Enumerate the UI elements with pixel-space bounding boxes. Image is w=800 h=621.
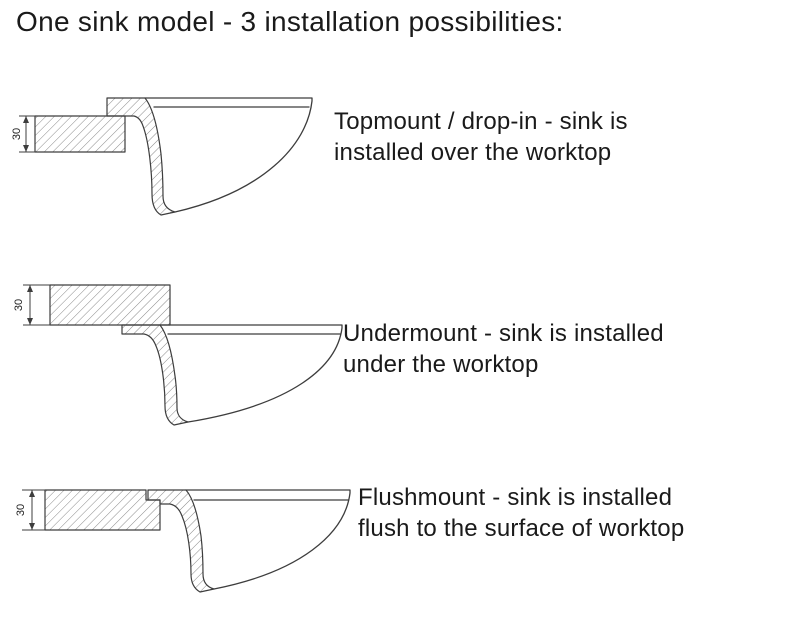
installation-description-undermount: Undermount - sink is installed under the… bbox=[343, 318, 664, 380]
description-line: Flushmount - sink is installed bbox=[358, 484, 673, 511]
dimension-arrow-down bbox=[29, 523, 35, 530]
sink-rim-and-bowl-outline bbox=[159, 324, 343, 423]
topmount-section-drawing: 30 bbox=[11, 97, 313, 216]
dimension-30: 30 bbox=[13, 284, 50, 326]
dimension-label: 30 bbox=[13, 299, 25, 311]
dimension-arrow-up bbox=[27, 285, 33, 292]
dimension-label: 30 bbox=[11, 128, 23, 140]
description-line: Topmount / drop-in - sink is bbox=[334, 108, 628, 135]
dimension-30: 30 bbox=[11, 115, 35, 153]
dimension-label: 30 bbox=[15, 504, 27, 516]
sink-crosssection bbox=[121, 324, 189, 426]
worktop-crosssection bbox=[44, 489, 161, 531]
description-line: under the worktop bbox=[343, 351, 539, 378]
dimension-arrow-up bbox=[29, 490, 35, 497]
worktop-crosssection bbox=[49, 284, 171, 326]
description-line: Undermount - sink is installed bbox=[343, 320, 664, 347]
sink-crosssection bbox=[147, 489, 215, 593]
dimension-arrow-down bbox=[23, 145, 29, 152]
worktop-crosssection bbox=[34, 115, 126, 153]
sink-rim-and-bowl-outline bbox=[144, 97, 313, 213]
installation-description-topmount: Topmount / drop-in - sink is installed o… bbox=[334, 106, 628, 168]
description-line: flush to the surface of worktop bbox=[358, 515, 685, 542]
dimension-30: 30 bbox=[15, 489, 45, 531]
dimension-arrow-down bbox=[27, 318, 33, 325]
description-line: installed over the worktop bbox=[334, 139, 612, 166]
installation-description-flushmount: Flushmount - sink is installed flush to … bbox=[358, 482, 684, 544]
dimension-arrow-up bbox=[23, 116, 29, 123]
sink-rim-and-bowl-outline bbox=[185, 489, 351, 590]
undermount-section-drawing: 30 bbox=[13, 284, 343, 426]
flushmount-section-drawing: 30 bbox=[15, 489, 351, 593]
page-title: One sink model - 3 installation possibil… bbox=[16, 6, 564, 37]
sink-crosssection bbox=[106, 97, 176, 216]
